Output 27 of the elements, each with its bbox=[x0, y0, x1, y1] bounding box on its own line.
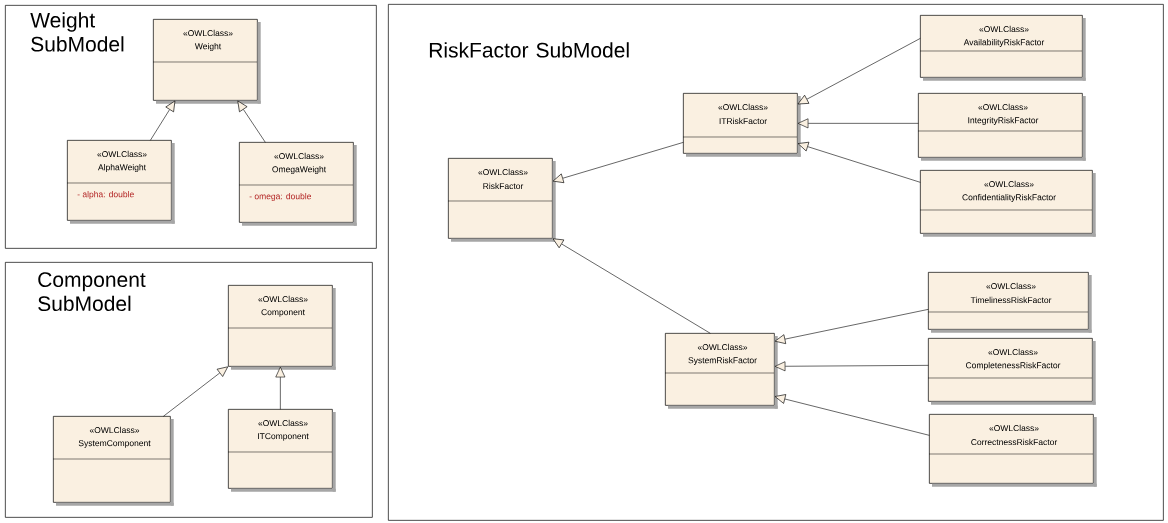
generalization-arrow bbox=[237, 100, 266, 143]
class-box: «OWLClass» SystemComponent bbox=[52, 416, 174, 506]
generalization-arrow bbox=[797, 38, 921, 105]
class-box: «OWLClass» OmegaWeight - omega: double bbox=[238, 142, 357, 226]
class-box: «OWLClass» CompletenessRiskFactor bbox=[927, 338, 1096, 405]
generalization-arrow bbox=[552, 238, 711, 334]
class-box: «OWLClass» Weight bbox=[152, 19, 261, 104]
generalization-arrow bbox=[774, 394, 930, 436]
generalization-arrow bbox=[552, 142, 684, 183]
generalization-arrow bbox=[797, 118, 919, 129]
class-box: «OWLClass» ITRiskFactor bbox=[682, 93, 801, 157]
generalization-arrow bbox=[163, 366, 229, 417]
class-box: «OWLClass» RiskFactor bbox=[447, 158, 556, 242]
generalization-arrow bbox=[774, 309, 929, 344]
generalization-arrow bbox=[774, 361, 929, 372]
generalization-arrow bbox=[275, 366, 286, 410]
class-box: «OWLClass» ConfidentialityRiskFactor bbox=[919, 170, 1096, 237]
class-box: «OWLClass» TimelinessRiskFactor bbox=[927, 272, 1092, 333]
class-box: «OWLClass» SystemRiskFactor bbox=[664, 333, 778, 409]
class-box: «OWLClass» IntegrityRiskFactor bbox=[917, 93, 1086, 161]
generalization-arrow bbox=[150, 100, 176, 141]
class-box: «OWLClass» Component bbox=[227, 285, 336, 370]
class-box: «OWLClass» AlphaWeight - alpha: double bbox=[66, 140, 175, 224]
class-box: «OWLClass» CorrectnessRiskFactor bbox=[928, 414, 1097, 487]
class-box: «OWLClass» ITComponent bbox=[227, 409, 336, 492]
class-box: «OWLClass» AvailabilityRiskFactor bbox=[919, 15, 1086, 81]
generalization-arrow bbox=[797, 141, 921, 183]
